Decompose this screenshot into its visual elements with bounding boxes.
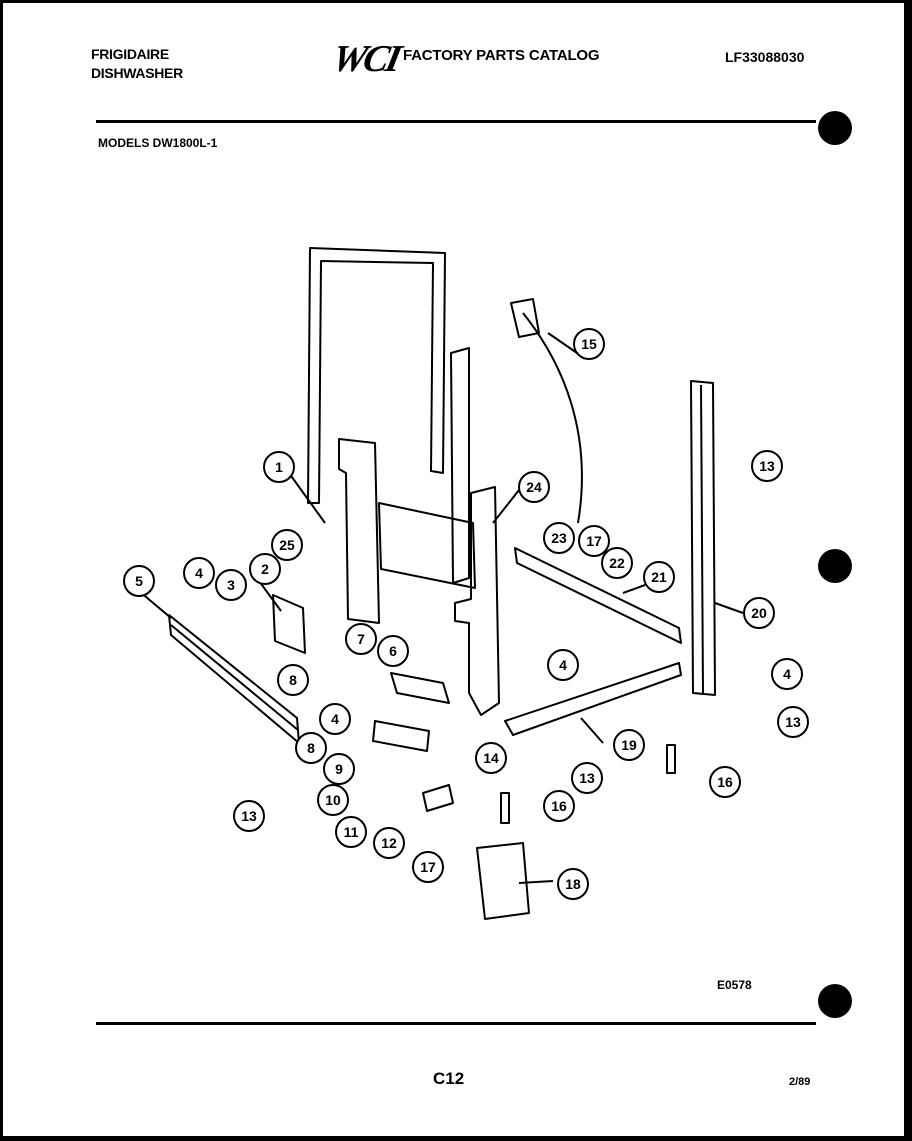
callout-label: 10 bbox=[325, 792, 341, 808]
callout-label: 6 bbox=[389, 643, 397, 659]
callout-label: 5 bbox=[135, 573, 143, 589]
callout-label: 13 bbox=[241, 808, 257, 824]
parts-drawing bbox=[138, 247, 744, 920]
drawing-number: E0578 bbox=[717, 978, 752, 992]
right-rail-part bbox=[690, 380, 716, 696]
catalog-title: FACTORY PARTS CATALOG bbox=[403, 47, 600, 64]
callout-label: 7 bbox=[357, 631, 365, 647]
callout-label: 15 bbox=[581, 336, 597, 352]
callout-label: 14 bbox=[483, 750, 499, 766]
callout-label: 12 bbox=[381, 835, 397, 851]
back-frame-part bbox=[307, 247, 446, 504]
callout-label: 13 bbox=[785, 714, 801, 730]
callout-label: 18 bbox=[565, 876, 581, 892]
product-name: DISHWASHER bbox=[91, 65, 183, 81]
callout-label: 19 bbox=[621, 737, 637, 753]
callout-label: 3 bbox=[227, 577, 235, 593]
catalog-number: LF33088030 bbox=[725, 49, 805, 65]
revision-date: 2/89 bbox=[789, 1076, 811, 1088]
bracket-6-part bbox=[390, 672, 450, 704]
page-number: C12 bbox=[433, 1069, 465, 1088]
callout-label: 11 bbox=[344, 824, 359, 840]
callout-label: 21 bbox=[651, 569, 667, 585]
center-rail-part bbox=[450, 347, 470, 584]
callout-label: 22 bbox=[609, 555, 625, 571]
callout-label: 16 bbox=[551, 798, 567, 814]
switch-part bbox=[422, 784, 454, 812]
center-upright-part bbox=[454, 486, 500, 716]
callout-label: 17 bbox=[420, 859, 436, 875]
plate-9-part bbox=[372, 720, 430, 752]
callout-labels: 1 2 3 4 4 4 4 5 6 7 8 8 9 10 11 12 13 13… bbox=[123, 328, 809, 900]
callout-label: 16 bbox=[717, 774, 733, 790]
leveling-leg-part bbox=[500, 792, 510, 824]
footer-rule bbox=[96, 1022, 816, 1025]
cross-brace-part bbox=[378, 502, 476, 589]
left-upright-part bbox=[338, 438, 380, 624]
header-rule bbox=[96, 120, 816, 123]
leveling-leg-part-2 bbox=[666, 744, 676, 774]
callout-label: 1 bbox=[275, 459, 283, 475]
callout-label: 8 bbox=[307, 740, 315, 756]
catalog-page: FRIGIDAIRE DISHWASHER WCI FACTORY PARTS … bbox=[3, 3, 904, 1136]
callout-label: 17 bbox=[586, 533, 602, 549]
binder-hole-top bbox=[818, 111, 852, 145]
bracket-part bbox=[272, 594, 306, 654]
models-line: MODELS DW1800L-1 bbox=[98, 136, 218, 150]
callout-label: 13 bbox=[579, 770, 595, 786]
callout-label: 24 bbox=[526, 479, 542, 495]
valve-part bbox=[476, 842, 530, 920]
binder-hole-middle bbox=[818, 549, 852, 583]
brand-name: FRIGIDAIRE bbox=[91, 46, 169, 62]
callout-label: 9 bbox=[335, 761, 343, 777]
callout-label: 2 bbox=[261, 561, 269, 577]
exploded-parts-diagram: 1 2 3 4 4 4 4 5 6 7 8 8 9 10 11 12 13 13… bbox=[123, 247, 809, 920]
binder-hole-bottom bbox=[818, 984, 852, 1018]
callout-label: 13 bbox=[759, 458, 775, 474]
callout-label: 4 bbox=[783, 666, 791, 682]
callout-label: 25 bbox=[279, 537, 295, 553]
callout-label: 4 bbox=[195, 565, 203, 581]
callout-label: 23 bbox=[551, 530, 567, 546]
callout-label: 4 bbox=[559, 657, 567, 673]
callout-label: 4 bbox=[331, 711, 339, 727]
top-right-rail-part bbox=[514, 547, 682, 644]
front-rail-part bbox=[504, 662, 682, 736]
callout-label: 8 bbox=[289, 672, 297, 688]
callout-label: 20 bbox=[751, 605, 767, 621]
